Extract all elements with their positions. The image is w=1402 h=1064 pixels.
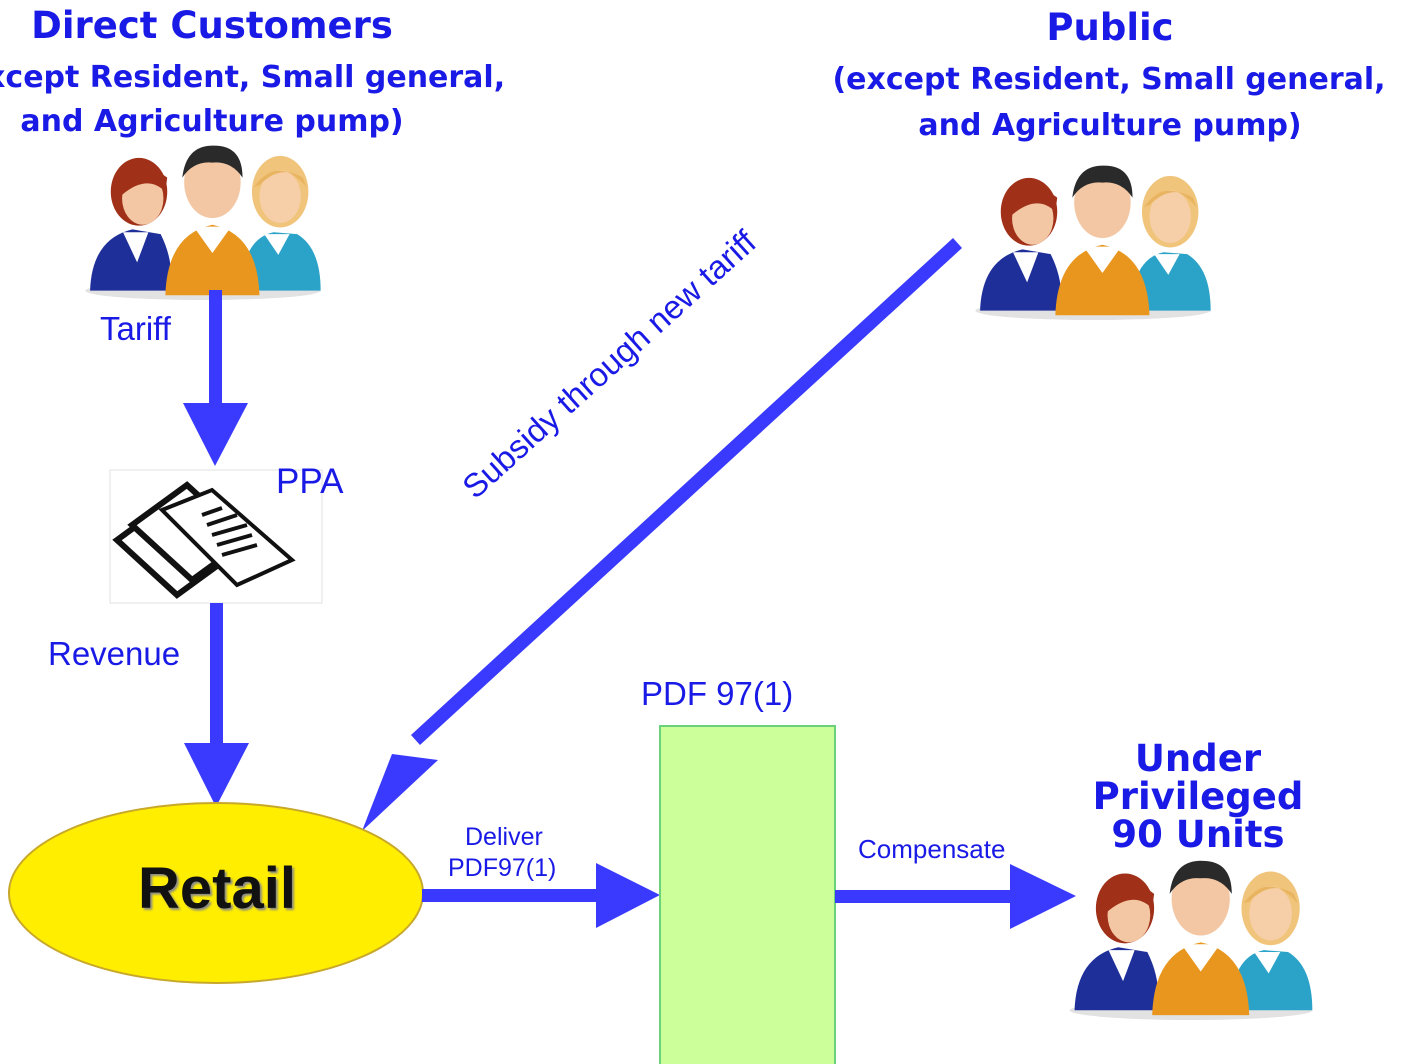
deliver-label-line2: PDF97(1) [448, 854, 557, 882]
documents-icon [112, 481, 296, 599]
direct-customers-subtitle-line1: (except Resident, Small general, [0, 60, 506, 95]
compensate-label: Compensate [858, 834, 1006, 864]
compensate-arrow [835, 864, 1076, 929]
deliver-label-line1: Deliver [465, 823, 543, 851]
public-people-icon [975, 165, 1211, 320]
retail-label: Retail [138, 856, 296, 921]
ppa-label: PPA [276, 462, 344, 501]
under-privileged-people-icon [1069, 860, 1313, 1020]
public-subtitle-line1: (except Resident, Small general, [832, 62, 1386, 97]
revenue-label: Revenue [48, 635, 181, 672]
under-privileged-line2: Privileged [1092, 775, 1304, 818]
deliver-arrow [422, 863, 660, 928]
tariff-arrow [183, 290, 248, 466]
direct-customers-subtitle-line2: and Agriculture pump) [20, 104, 404, 139]
under-privileged-line3: 90 Units [1111, 813, 1285, 856]
direct-customers-title: Direct Customers [31, 4, 393, 47]
pdf-label: PDF 97(1) [641, 675, 794, 712]
under-privileged-line1: Under [1134, 737, 1262, 780]
pdf-box [659, 725, 836, 1064]
subsidy-arrow [362, 238, 962, 831]
public-title: Public [1046, 6, 1174, 49]
revenue-arrow [184, 603, 249, 807]
public-subtitle-line2: and Agriculture pump) [918, 108, 1302, 143]
tariff-label: Tariff [100, 310, 171, 347]
direct-customers-people-icon [85, 145, 321, 300]
